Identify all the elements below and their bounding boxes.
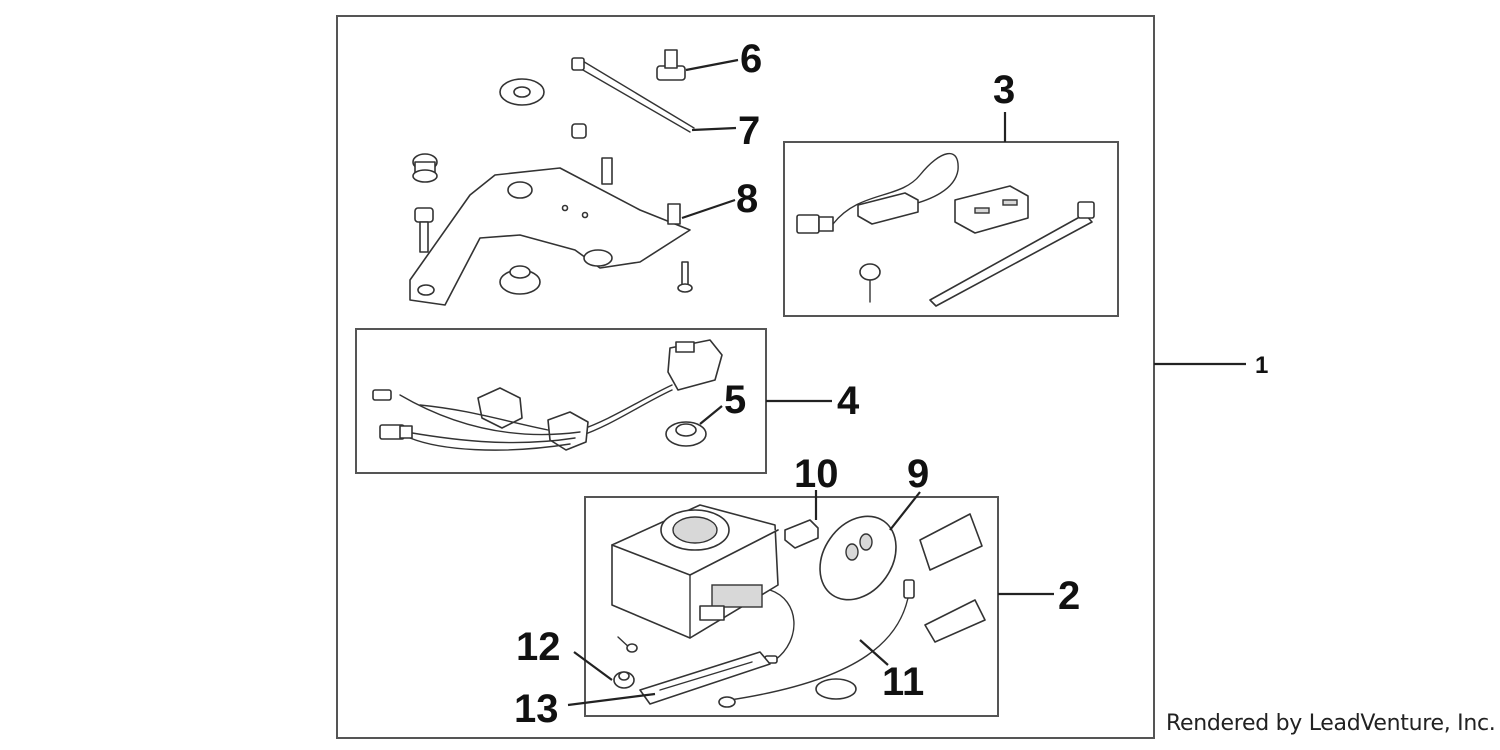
- alarm-unit-frame: [584, 496, 999, 717]
- callout-3: 3: [993, 68, 1015, 112]
- harness-group: [355, 328, 832, 474]
- alarm-unit-group: [567, 490, 1054, 717]
- switch-kit-frame: [783, 141, 1119, 317]
- callout-13: 13: [514, 687, 559, 731]
- callout-2: 2: [1058, 574, 1080, 618]
- switch-kit-group: [783, 112, 1119, 317]
- callout-7: 7: [738, 109, 760, 153]
- callout-8: 8: [736, 177, 758, 221]
- callout-9: 9: [907, 452, 929, 496]
- bracket-group: [409, 49, 739, 306]
- main-frame: [336, 15, 1155, 739]
- callout-10: 10: [794, 452, 839, 496]
- callout-11: 11: [882, 660, 924, 704]
- callout-4: 4: [837, 379, 860, 423]
- callout-12: 12: [516, 625, 561, 669]
- callout-1: 1: [1255, 352, 1268, 379]
- callout-5: 5: [724, 378, 746, 422]
- credit-text: Rendered by LeadVenture, Inc.: [1166, 711, 1496, 736]
- callout-6: 6: [740, 37, 762, 81]
